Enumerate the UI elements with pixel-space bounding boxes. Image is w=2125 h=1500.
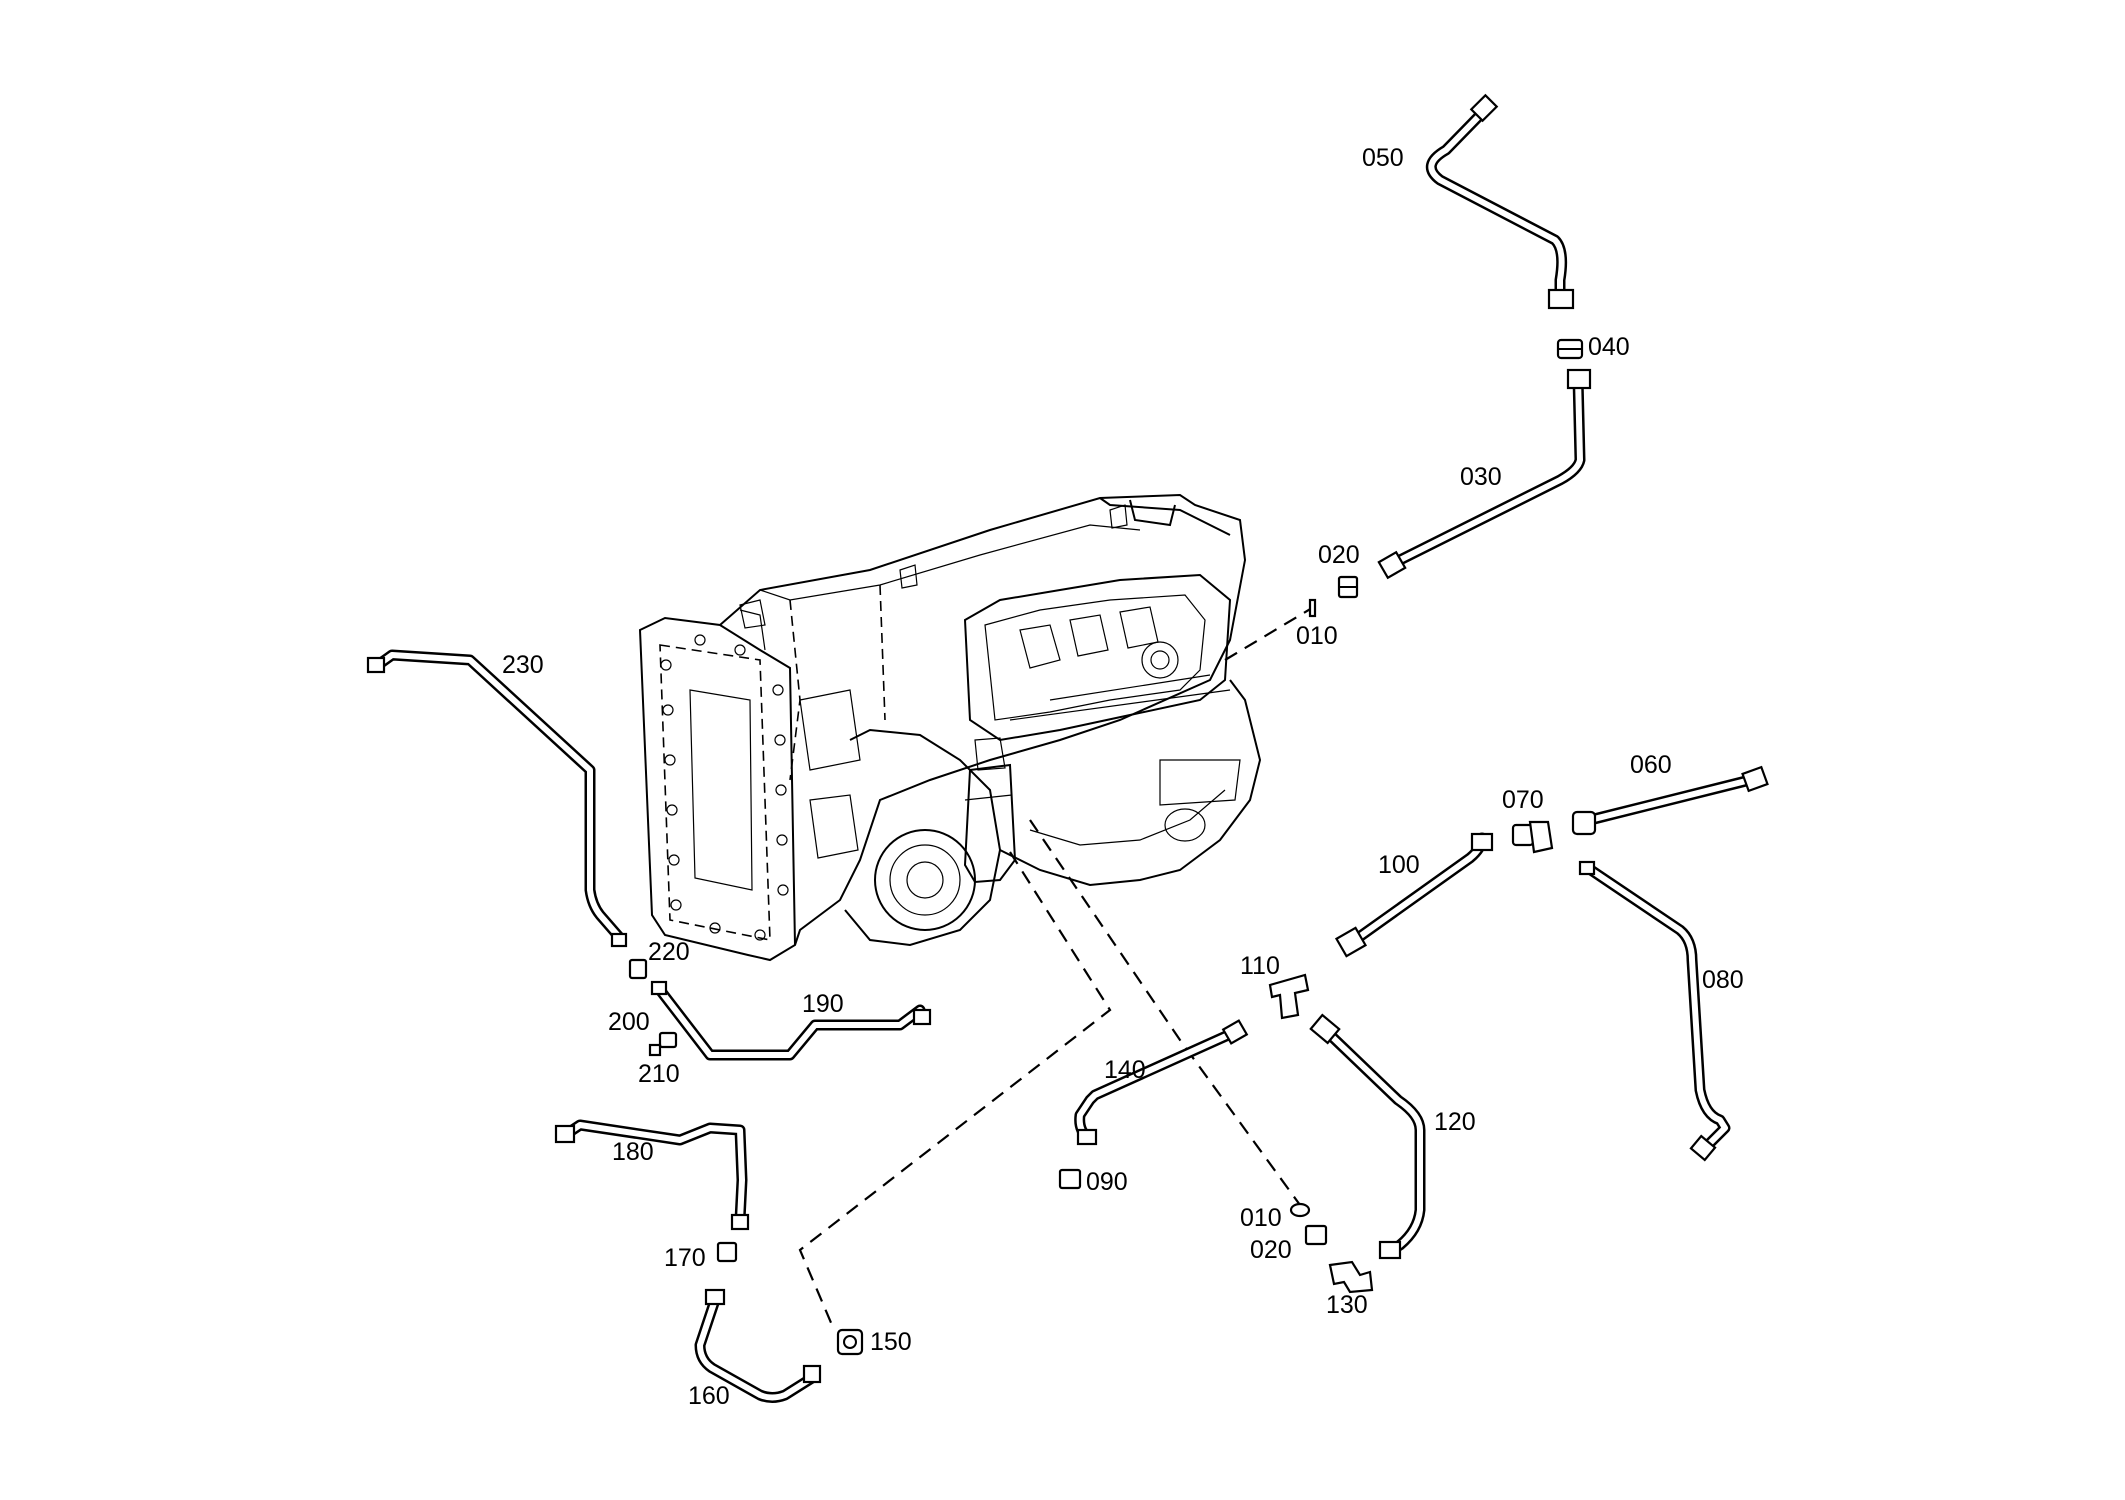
fitting-020-lower — [1304, 1224, 1328, 1246]
callout-210: 210 — [638, 1060, 680, 1088]
callout-010-lower: 010 — [1240, 1204, 1282, 1232]
pipe-160 — [694, 1288, 822, 1403]
callout-150: 150 — [870, 1328, 912, 1356]
callout-labels: 050 040 030 020 010 230 060 070 100 080 … — [502, 144, 1744, 1410]
pipe-030 — [1377, 368, 1592, 580]
pipe-100 — [1334, 832, 1494, 958]
callout-080: 080 — [1702, 966, 1744, 994]
callout-140: 140 — [1104, 1056, 1146, 1084]
fitting-220 — [628, 958, 648, 980]
leader-lines — [798, 607, 1313, 1326]
callout-020-lower: 020 — [1250, 1236, 1292, 1264]
fitting-200 — [658, 1031, 678, 1049]
pipe-140 — [1074, 1019, 1249, 1146]
callout-040: 040 — [1588, 333, 1630, 361]
callout-030: 030 — [1460, 463, 1502, 491]
callout-100: 100 — [1378, 851, 1420, 879]
pipe-190 — [650, 980, 932, 1061]
callout-160: 160 — [688, 1382, 730, 1410]
fitting-020-upper — [1337, 575, 1359, 599]
pipe-180 — [554, 1119, 750, 1231]
callout-230: 230 — [502, 651, 544, 679]
callout-010-upper: 010 — [1296, 622, 1338, 650]
callout-170: 170 — [664, 1244, 706, 1272]
transmission-housing — [638, 493, 1262, 962]
callout-090: 090 — [1086, 1168, 1128, 1196]
callout-110: 110 — [1240, 952, 1280, 980]
fitting-130 — [1328, 1260, 1374, 1294]
callout-060: 060 — [1630, 751, 1672, 779]
pipe-050 — [1425, 93, 1575, 310]
callout-200: 200 — [608, 1008, 650, 1036]
fitting-170 — [716, 1241, 738, 1263]
fitting-110 — [1268, 973, 1310, 1020]
fitting-150 — [836, 1328, 864, 1356]
pipe-080 — [1578, 860, 1731, 1162]
callout-120: 120 — [1434, 1108, 1476, 1136]
callout-180: 180 — [612, 1138, 654, 1166]
callout-070: 070 — [1502, 786, 1544, 814]
seal-010-lower — [1289, 1202, 1311, 1218]
callout-020-upper: 020 — [1318, 541, 1360, 569]
callout-190: 190 — [802, 990, 844, 1018]
fitting-040 — [1556, 338, 1584, 360]
callout-050: 050 — [1362, 144, 1404, 172]
fitting-070 — [1511, 820, 1554, 854]
seal-010-upper — [1308, 598, 1317, 618]
pipe-120 — [1309, 1013, 1426, 1260]
fitting-210 — [648, 1043, 662, 1057]
pipe-060 — [1571, 765, 1769, 836]
callout-130: 130 — [1326, 1291, 1368, 1319]
callout-220: 220 — [648, 938, 690, 966]
fitting-090 — [1058, 1168, 1082, 1190]
pipe-230 — [366, 649, 628, 948]
